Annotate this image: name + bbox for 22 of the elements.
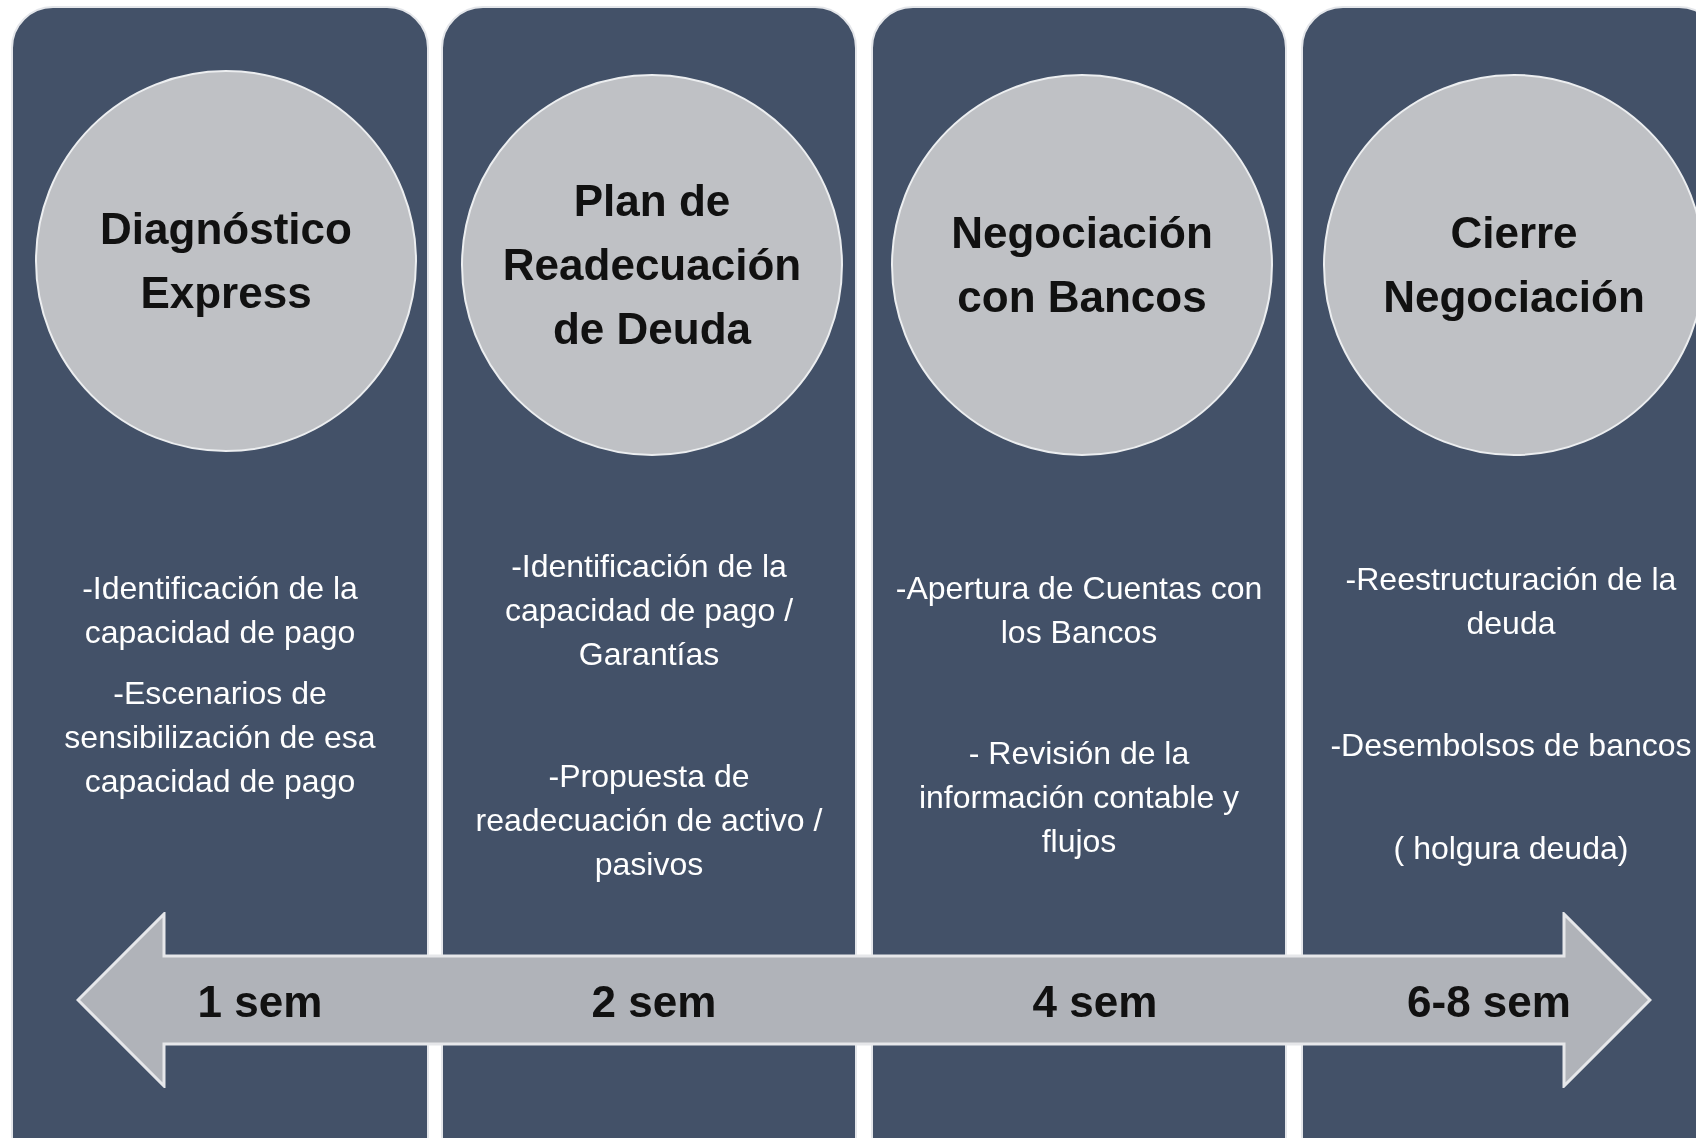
duration-label: 4 sem [1032, 977, 1158, 1027]
timeline-arrow [76, 912, 1652, 1088]
phase-title: Cierre Negociación [1382, 207, 1646, 323]
task-text: -Identificación de la capacidad de pago [81, 569, 359, 652]
phase-column [1301, 6, 1696, 1138]
phase-column [441, 6, 857, 1138]
phase-title: Diagnóstico Express [99, 203, 353, 319]
phase-column [11, 6, 429, 1138]
task-text: -Propuesta de readecuación de activo / pasivos [474, 757, 824, 884]
duration-label: 2 sem [591, 977, 717, 1027]
task-text: -Escenarios de sensibilización de esa capacidad de pago [63, 674, 377, 801]
task-text: ( holgura deuda) [1392, 829, 1630, 868]
task-text: - Revisión de la información contable y flujos [917, 734, 1241, 861]
task-text: -Reestructuración de la deuda [1344, 560, 1678, 643]
phase-title: Plan de Readecuación de Deuda [502, 175, 802, 355]
task-text: -Apertura de Cuentas con los Bancos [894, 569, 1264, 652]
phase-title: Negociación con Bancos [950, 207, 1214, 323]
task-text: -Identificación de la capacidad de pago / Garantías [503, 547, 795, 674]
duration-label: 1 sem [197, 977, 323, 1027]
task-text: -Desembolsos de bancos [1329, 726, 1693, 765]
phase-column [871, 6, 1287, 1138]
duration-label: 6-8 sem [1407, 977, 1571, 1027]
